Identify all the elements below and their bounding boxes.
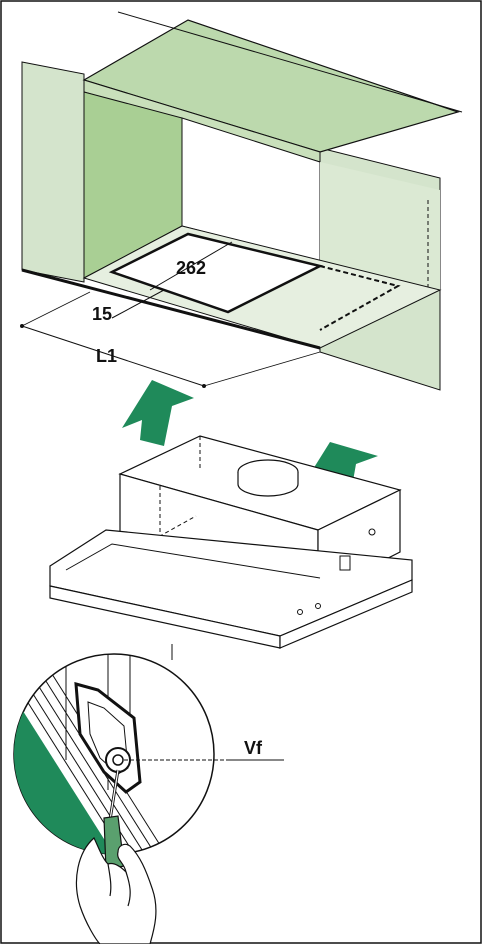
dim-l1-line (21, 325, 205, 387)
dim-15-line (111, 289, 165, 319)
duct-collar-side (237, 472, 299, 497)
tray-rim (65, 543, 321, 579)
base-line (21, 268, 321, 350)
ceiling-line (117, 11, 463, 113)
hood-control (339, 555, 351, 571)
label-15: 15 (92, 304, 112, 324)
hidden-cutout (319, 265, 401, 331)
hood-screw (368, 528, 376, 536)
tray-screw-2 (315, 603, 321, 609)
dim-l1-ext-left (21, 291, 91, 327)
dim-l1-ext-right (203, 351, 321, 387)
cabinet-scene: 262 15 L1 (20, 11, 463, 391)
hood-tray-side (279, 579, 413, 649)
extractor-hood (49, 435, 413, 649)
left-wall-panel (21, 61, 85, 283)
hand-icon (75, 837, 157, 944)
label-262: 262 (176, 258, 206, 278)
zoom-screw-slot (112, 754, 124, 766)
dim-262-line (149, 241, 233, 291)
up-arrow-icon (300, 442, 378, 498)
label-l1: L1 (96, 346, 117, 366)
label-vf: Vf (244, 738, 263, 758)
cabinet-inner-right (320, 162, 440, 290)
up-arrow-icon (122, 380, 194, 446)
tray-screw-1 (297, 609, 303, 615)
